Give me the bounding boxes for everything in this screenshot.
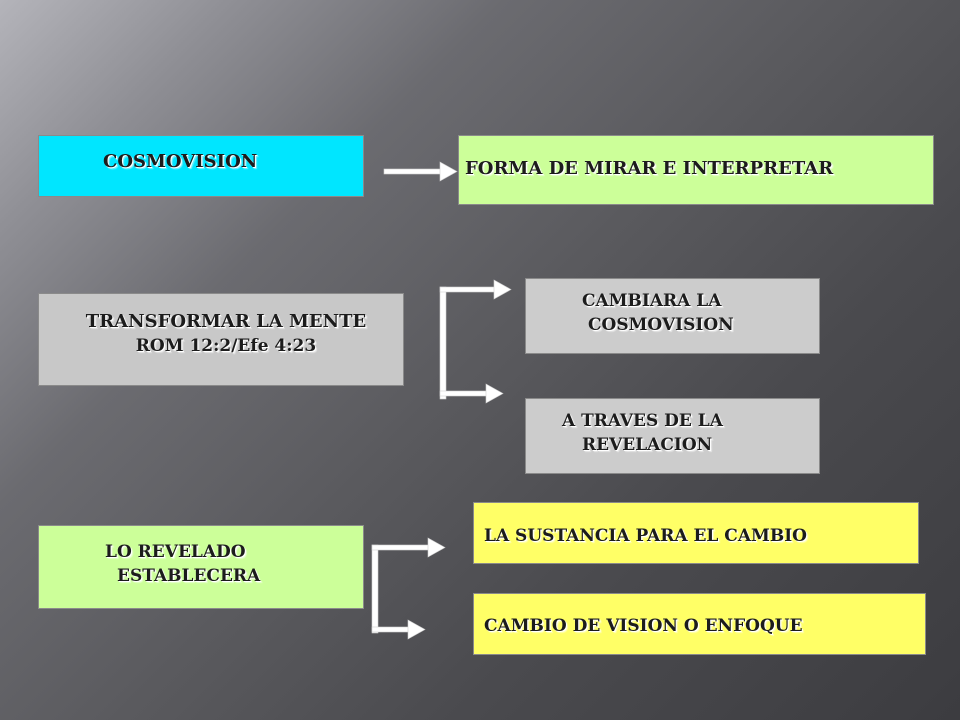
cambiara-box: CAMBIARA LA COSMOVISION [525, 278, 820, 354]
forma-de-mirar-label: FORMA DE MIRAR E INTERPRETAR [465, 158, 834, 179]
transformar-la-mente-box: TRANSFORMAR LA MENTE ROM 12:2/Efe 4:23 [38, 293, 404, 386]
lo-revelado-line2: ESTABLECERA [117, 566, 261, 586]
cambiara-line1: CAMBIARA LA [582, 291, 722, 311]
a-traves-box: A TRAVES DE LA REVELACION [525, 398, 820, 474]
a-traves-line1: A TRAVES DE LA [562, 411, 723, 431]
forma-de-mirar-box: FORMA DE MIRAR E INTERPRETAR [458, 135, 934, 205]
transformar-line1: TRANSFORMAR LA MENTE [85, 311, 367, 332]
cosmovision-box: COSMOVISION [38, 135, 364, 197]
bracket-transformar [439, 279, 512, 404]
arrow-cosmovision-to-forma [383, 161, 458, 182]
cambiara-line2: COSMOVISION [588, 315, 734, 335]
bracket-revelado [371, 537, 446, 640]
cosmovision-label: COSMOVISION [103, 151, 258, 172]
cambio-de-vision-box: CAMBIO DE VISION O ENFOQUE [473, 593, 926, 655]
lo-revelado-box: LO REVELADO ESTABLECERA [38, 525, 364, 609]
sustancia-label: LA SUSTANCIA PARA EL CAMBIO [484, 526, 807, 546]
a-traves-line2: REVELACION [582, 435, 713, 455]
transformar-line2: ROM 12:2/Efe 4:23 [135, 336, 317, 356]
lo-revelado-line1: LO REVELADO [105, 542, 246, 562]
sustancia-box: LA SUSTANCIA PARA EL CAMBIO [473, 502, 919, 564]
cambio-de-vision-label: CAMBIO DE VISION O ENFOQUE [484, 616, 803, 636]
